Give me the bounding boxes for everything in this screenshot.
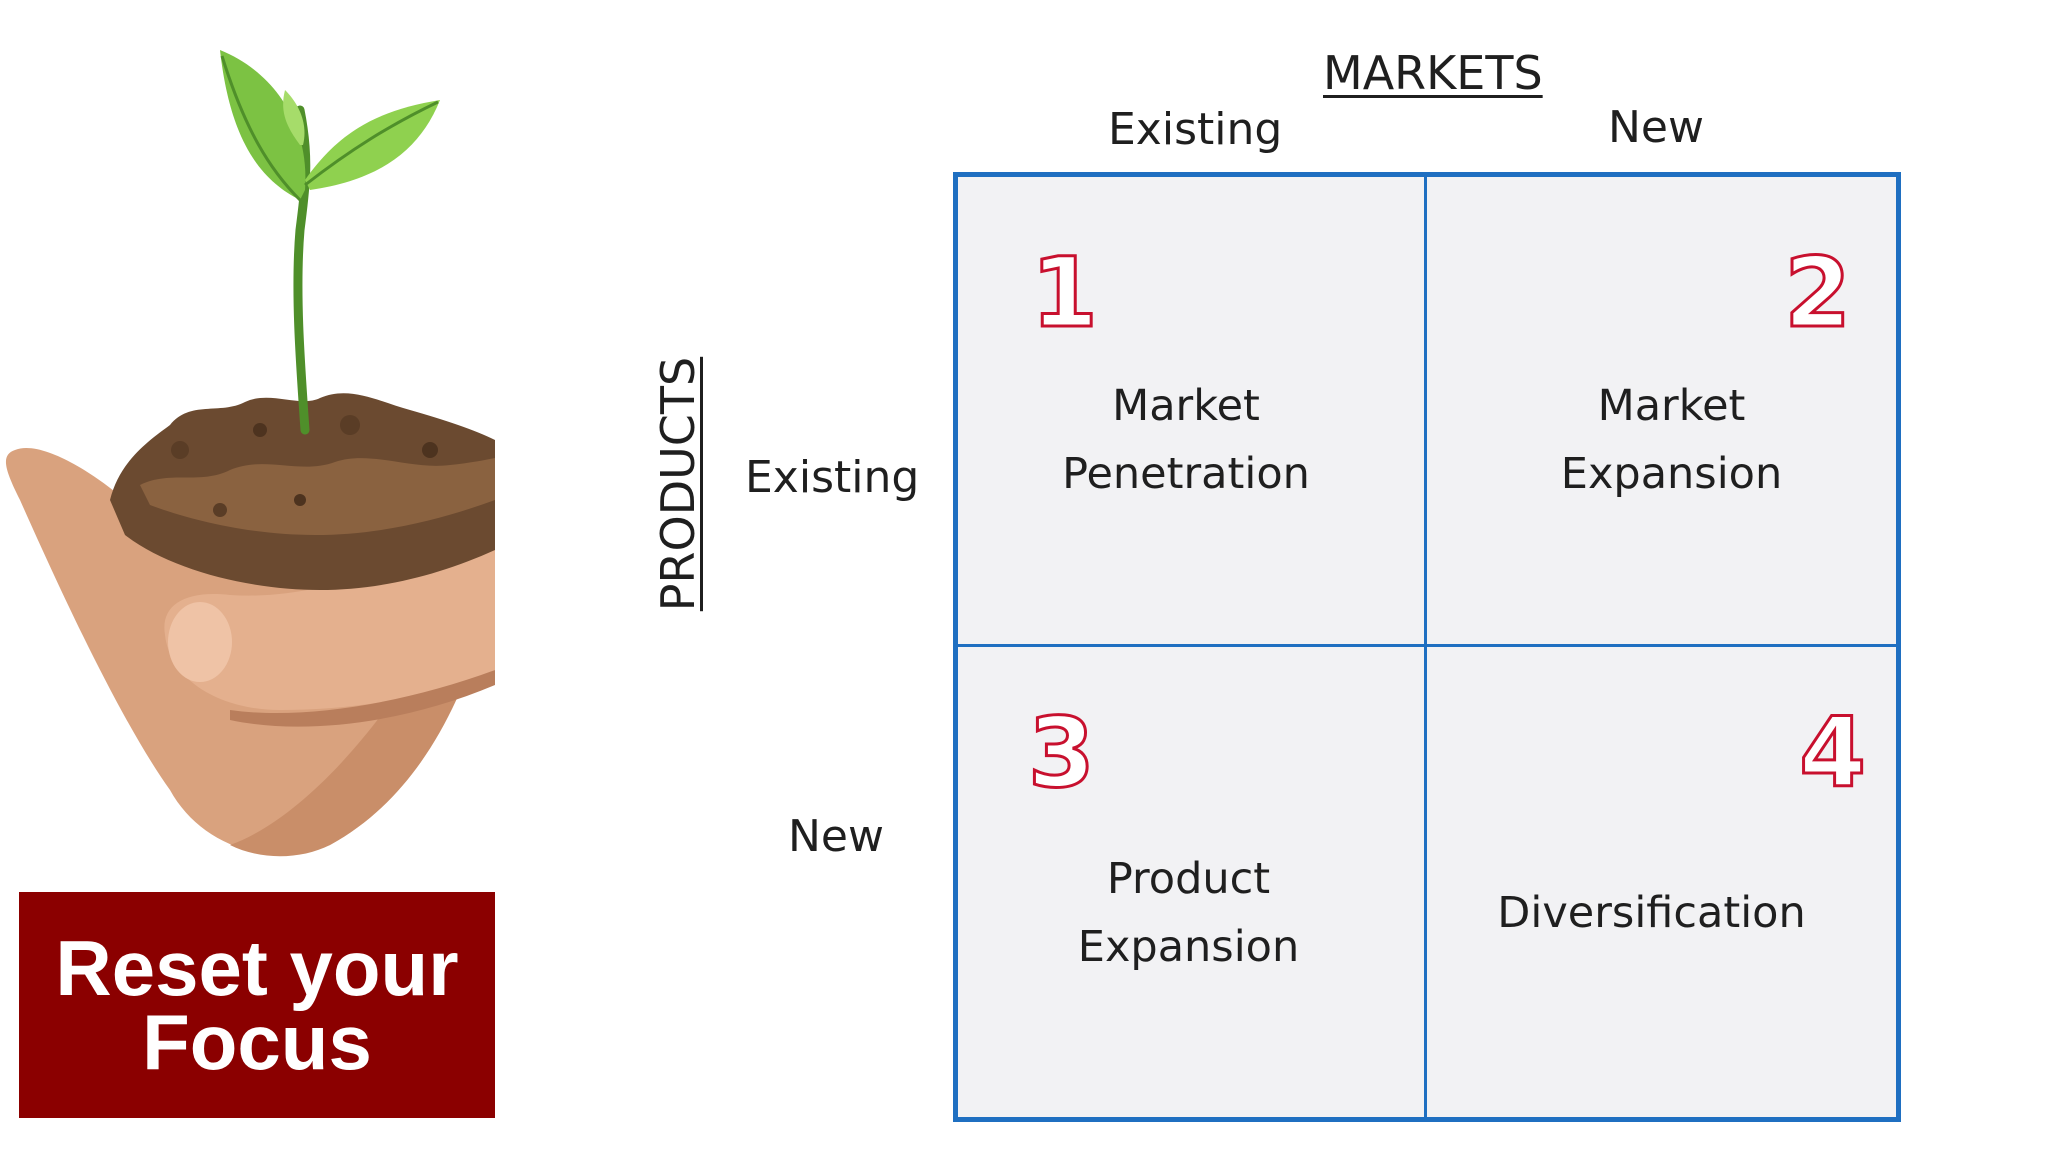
matrix-cell-market-penetration: 1 Market Penetration <box>958 177 1427 647</box>
reset-focus-banner: Reset your Focus <box>19 892 495 1118</box>
cell-label-line: Penetration <box>1062 449 1310 499</box>
cell-label: Market Expansion <box>1447 372 1896 508</box>
cell-label-line: Expansion <box>1560 449 1783 499</box>
cell-label: Product Expansion <box>953 845 1424 981</box>
banner-line-2: Focus <box>142 998 372 1086</box>
row-label-new: New <box>788 811 884 862</box>
cell-number: 3 <box>1027 697 1097 809</box>
row-label-existing: Existing <box>745 452 920 503</box>
column-label-new: New <box>1608 102 1704 153</box>
cell-number: 1 <box>1030 237 1100 349</box>
matrix-cell-product-expansion: 3 Product Expansion <box>958 647 1427 1117</box>
matrix-cell-market-expansion: 2 Market Expansion <box>1427 177 1896 647</box>
markets-axis-title: MARKETS <box>1323 46 1543 100</box>
matrix-cell-diversification: 4 Diversification <box>1427 647 1896 1117</box>
cell-number: 4 <box>1798 697 1868 809</box>
cell-label-line: Product <box>1106 854 1271 904</box>
banner-line-1: Reset your <box>55 924 459 1012</box>
cell-label: Diversification <box>1407 879 1896 947</box>
seedling-in-hand-icon <box>5 50 495 857</box>
cell-label-line: Market <box>1597 381 1746 431</box>
column-label-existing: Existing <box>1108 104 1283 155</box>
products-axis-title: PRODUCTS <box>651 356 705 612</box>
cell-label-line: Expansion <box>1077 922 1300 972</box>
ansoff-matrix: 1 Market Penetration 2 Market Expansion … <box>953 172 1901 1122</box>
cell-label-line: Market <box>1112 381 1260 431</box>
cell-label-line: Diversification <box>1497 888 1806 938</box>
cell-number: 2 <box>1783 237 1853 349</box>
cell-label: Market Penetration <box>948 372 1424 508</box>
